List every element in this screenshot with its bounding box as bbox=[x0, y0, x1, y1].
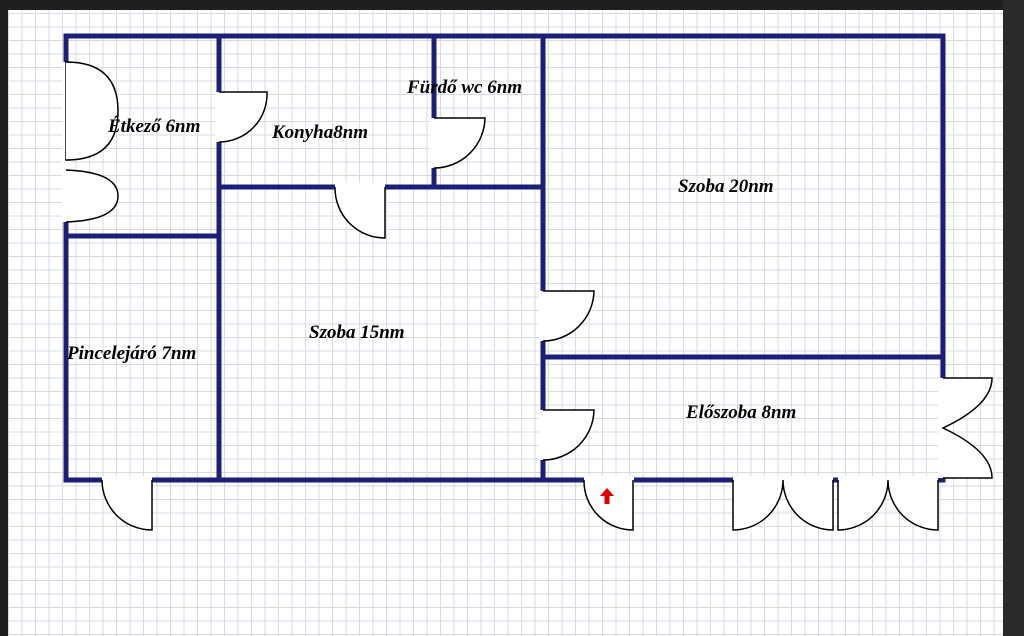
room-labels: Étkező 6nm Konyha8nm Fürdő wc 6nm Szoba … bbox=[66, 77, 796, 423]
label-eloszoba: Előszoba 8nm bbox=[685, 402, 796, 423]
door-eloszoba-bottom-a bbox=[732, 479, 834, 531]
entrance-arrow-icon bbox=[600, 488, 614, 504]
door-szoba15-szoba20 bbox=[542, 290, 595, 342]
label-szoba15: Szoba 15nm bbox=[309, 322, 405, 343]
label-furdo: Fürdő wc 6nm bbox=[406, 77, 522, 98]
door-etkezo-konyha bbox=[218, 91, 268, 143]
label-szoba20: Szoba 20nm bbox=[678, 176, 774, 197]
door-etkezo-left-upper-leaf bbox=[65, 61, 119, 161]
window-edge bbox=[1003, 0, 1024, 636]
label-konyha: Konyha8nm bbox=[271, 122, 368, 143]
door-furdo bbox=[433, 117, 486, 169]
doors bbox=[62, 61, 993, 531]
label-pincelejaro: Pincelejáró 7nm bbox=[66, 343, 196, 364]
door-eloszoba-right bbox=[941, 377, 993, 479]
label-etkezo: Étkező 6nm bbox=[107, 115, 200, 137]
walls bbox=[63, 33, 946, 483]
door-konyha-szoba15 bbox=[334, 186, 386, 239]
door-szoba15-eloszoba bbox=[542, 409, 595, 461]
door-etkezo-left-lower bbox=[65, 169, 119, 223]
door-entrance bbox=[583, 479, 634, 531]
door-eloszoba-bottom-b bbox=[837, 479, 939, 531]
door-pincelejaro bbox=[101, 479, 153, 531]
floor-plan-canvas bbox=[8, 10, 1003, 636]
